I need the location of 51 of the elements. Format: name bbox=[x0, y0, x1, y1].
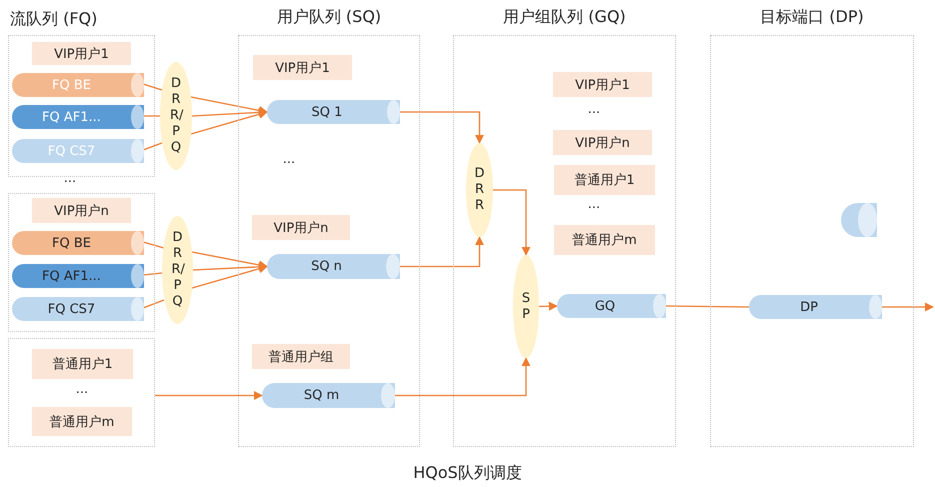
queue-cylinder: SQ 1 bbox=[267, 100, 400, 124]
ellipsis-text: ... bbox=[62, 172, 78, 186]
queue-cylinder: FQ CS7 bbox=[12, 297, 144, 321]
queue-cylinder: SQ m bbox=[262, 383, 395, 408]
arrow bbox=[882, 302, 934, 312]
arrow bbox=[493, 189, 531, 256]
queue-cylinder bbox=[841, 203, 877, 237]
group-box bbox=[8, 35, 155, 177]
column-heading: 流队列 (FQ) bbox=[10, 8, 98, 30]
user-box: VIP用户1 bbox=[32, 42, 131, 65]
queue-cylinder: FQ AF1... bbox=[12, 264, 144, 288]
group-box bbox=[8, 193, 155, 332]
arrow bbox=[400, 236, 484, 268]
queue-cylinder: FQ CS7 bbox=[12, 139, 144, 163]
ellipsis-text: ... bbox=[586, 198, 602, 212]
scheduler-ellipse: DRR bbox=[466, 143, 493, 237]
scheduler-ellipse: DRR/PQ bbox=[162, 216, 193, 324]
arrow bbox=[400, 111, 484, 144]
column-heading: 用户队列 (SQ) bbox=[276, 7, 382, 28]
caption: HQoS队列调度 bbox=[412, 463, 523, 484]
scheduler-ellipse: DRR/PQ bbox=[160, 62, 192, 170]
user-box: 普通用户组 bbox=[252, 344, 350, 369]
queue-cylinder: FQ BE bbox=[12, 231, 144, 255]
queue-cylinder: SQ n bbox=[267, 254, 400, 279]
scheduler-ellipse: SP bbox=[513, 255, 539, 358]
queue-cylinder: FQ AF1... bbox=[12, 105, 144, 129]
user-box: 普通用户1 bbox=[554, 165, 655, 195]
user-box: VIP用户n bbox=[553, 130, 652, 155]
user-box: VIP用户1 bbox=[253, 55, 352, 80]
user-box: 普通用户1 bbox=[32, 349, 133, 379]
arrow bbox=[192, 251, 268, 270]
ellipsis-text: ... bbox=[282, 153, 296, 167]
queue-cylinder: GQ bbox=[557, 294, 666, 318]
arrow bbox=[395, 357, 531, 396]
arrow bbox=[190, 96, 268, 115]
ellipsis-text: ... bbox=[586, 103, 602, 117]
user-box: 普通用户m bbox=[32, 407, 132, 436]
user-box: 普通用户m bbox=[554, 225, 655, 255]
arrow bbox=[155, 390, 263, 400]
user-box: VIP用户n bbox=[32, 198, 131, 223]
column-heading: 用户组队列 (GQ) bbox=[502, 7, 627, 28]
column-heading: 目标端口 (DP) bbox=[759, 7, 865, 28]
user-box: VIP用户n bbox=[252, 215, 350, 240]
arrow bbox=[190, 110, 268, 135]
arrow bbox=[192, 264, 268, 289]
queue-cylinder: FQ BE bbox=[12, 73, 144, 97]
group-box bbox=[8, 338, 155, 447]
arrow bbox=[538, 302, 558, 311]
ellipsis-text: ... bbox=[74, 383, 90, 397]
queue-cylinder: DP bbox=[749, 295, 882, 319]
user-box: VIP用户1 bbox=[553, 72, 652, 97]
